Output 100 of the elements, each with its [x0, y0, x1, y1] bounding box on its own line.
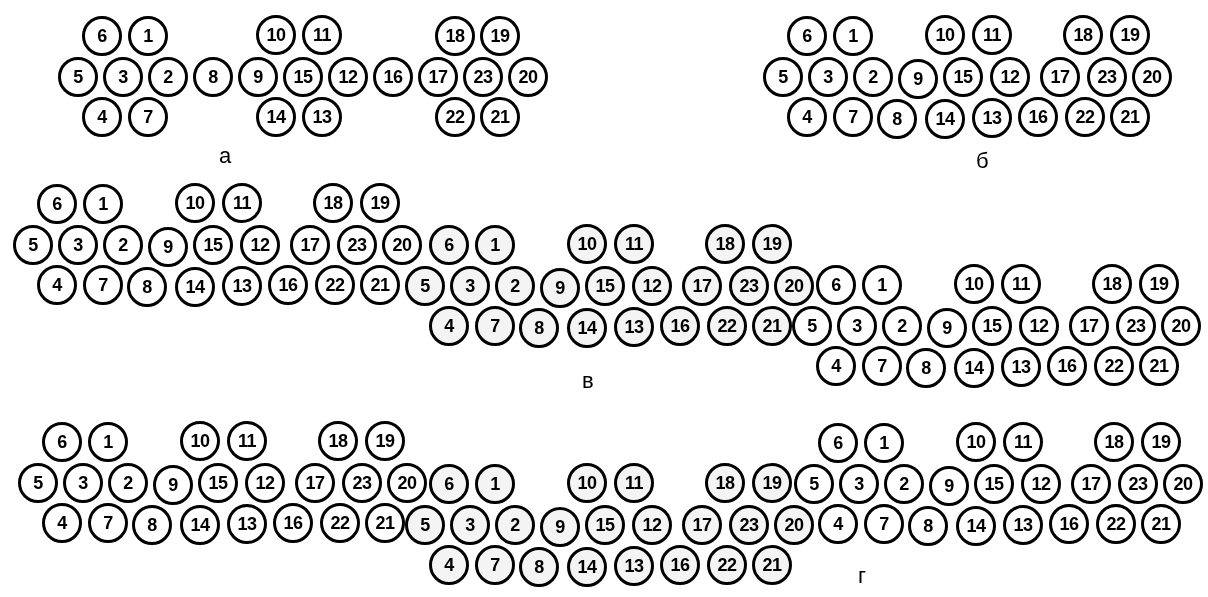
- numbered-circle: 22: [1094, 346, 1134, 386]
- numbered-circle: 22: [315, 265, 355, 305]
- numbered-circle: 7: [862, 346, 902, 386]
- numbered-circle: 23: [337, 225, 377, 265]
- numbered-circle: 8: [127, 267, 167, 307]
- numbered-circle: 5: [13, 225, 53, 265]
- numbered-circle: 14: [956, 506, 996, 546]
- numbered-circle: 7: [475, 306, 515, 346]
- numbered-circle: 22: [435, 97, 475, 137]
- numbered-circle: 3: [58, 225, 98, 265]
- numbered-circle: 5: [792, 306, 832, 346]
- numbered-circle: 19: [752, 224, 792, 264]
- numbered-circle: 7: [833, 97, 873, 137]
- numbered-circle: 21: [752, 306, 792, 346]
- numbered-circle: 2: [882, 306, 922, 346]
- numbered-circle: 16: [1018, 97, 1058, 137]
- numbered-circle: 18: [435, 16, 475, 56]
- numbered-circle: 5: [794, 464, 834, 504]
- numbered-circle: 3: [450, 505, 490, 545]
- numbered-circle: 11: [227, 421, 267, 461]
- numbered-circle: 10: [925, 15, 965, 55]
- numbered-circle: 17: [682, 505, 722, 545]
- numbered-circle: 19: [1141, 422, 1181, 462]
- numbered-circle: 2: [495, 266, 535, 306]
- numbered-circle: 18: [1094, 422, 1134, 462]
- numbered-circle: 9: [148, 227, 188, 267]
- numbered-circle: 1: [128, 16, 168, 56]
- numbered-circle: 21: [365, 503, 405, 543]
- numbered-circle: 22: [707, 545, 747, 585]
- numbered-circle: 7: [88, 503, 128, 543]
- numbered-circle: 14: [256, 97, 296, 137]
- numbered-circle: 1: [88, 422, 128, 462]
- numbered-circle: 4: [82, 97, 122, 137]
- numbered-circle: 18: [1092, 264, 1132, 304]
- numbered-circle: 7: [83, 265, 123, 305]
- numbered-circle: 19: [360, 183, 400, 223]
- numbered-circle: 6: [818, 423, 858, 463]
- numbered-circle: 8: [877, 99, 917, 139]
- numbered-circle: 18: [705, 224, 745, 264]
- numbered-circle: 11: [614, 224, 654, 264]
- numbered-circle: 2: [103, 225, 143, 265]
- numbered-circle: 10: [567, 224, 607, 264]
- numbered-circle: 15: [585, 505, 625, 545]
- numbered-circle: 6: [429, 464, 469, 504]
- numbered-circle: 22: [707, 306, 747, 346]
- numbered-circle: 8: [519, 308, 559, 348]
- numbered-circle: 12: [328, 57, 368, 97]
- numbered-circle: 12: [1021, 464, 1061, 504]
- numbered-circle: 13: [227, 504, 267, 544]
- numbered-circle: 18: [1063, 15, 1103, 55]
- numbered-circle: 21: [1139, 346, 1179, 386]
- numbered-circle: 21: [752, 545, 792, 585]
- numbered-circle: 9: [929, 466, 969, 506]
- numbered-circle: 4: [37, 265, 77, 305]
- numbered-circle: 17: [682, 266, 722, 306]
- numbered-circle: 11: [1001, 264, 1041, 304]
- numbered-circle: 3: [63, 463, 103, 503]
- numbered-circle: 5: [405, 266, 445, 306]
- numbered-circle: 9: [927, 308, 967, 348]
- numbered-circle: 21: [1110, 97, 1150, 137]
- numbered-circle: 11: [614, 463, 654, 503]
- numbered-circle: 18: [318, 421, 358, 461]
- numbered-circle: 13: [614, 307, 654, 347]
- numbered-circle: 5: [58, 57, 98, 97]
- numbered-circle: 3: [103, 57, 143, 97]
- numbered-circle: 22: [1096, 504, 1136, 544]
- numbered-circle: 5: [405, 505, 445, 545]
- numbered-circle: 16: [1047, 346, 1087, 386]
- numbered-circle: 19: [480, 16, 520, 56]
- numbered-circle: 14: [567, 308, 607, 348]
- numbered-circle: 12: [990, 57, 1030, 97]
- numbered-circle: 4: [429, 545, 469, 585]
- numbered-circle: 23: [463, 57, 503, 97]
- numbered-circle: 18: [705, 463, 745, 503]
- numbered-circle: 22: [320, 503, 360, 543]
- numbered-circle: 12: [632, 505, 672, 545]
- numbered-circle: 9: [153, 465, 193, 505]
- numbered-circle: 20: [1132, 57, 1172, 97]
- numbered-circle: 6: [82, 16, 122, 56]
- numbered-circle: 20: [387, 463, 427, 503]
- numbered-circle: 8: [519, 547, 559, 587]
- numbered-circle: 10: [567, 463, 607, 503]
- numbered-circle: 14: [954, 348, 994, 388]
- numbered-circle: 8: [193, 57, 233, 97]
- numbered-circle: 20: [508, 57, 548, 97]
- numbered-circle: 11: [222, 183, 262, 223]
- numbered-circle: 6: [787, 16, 827, 56]
- numbered-circle: 2: [884, 464, 924, 504]
- numbered-circle: 17: [418, 57, 458, 97]
- numbered-circle: 1: [864, 423, 904, 463]
- numbered-circle: 18: [313, 183, 353, 223]
- numbered-circle: 15: [974, 464, 1014, 504]
- numbered-circle: 14: [180, 505, 220, 545]
- numbered-circle: 17: [1071, 464, 1111, 504]
- numbered-circle: 3: [450, 266, 490, 306]
- numbered-circle: 11: [972, 15, 1012, 55]
- numbered-circle: 8: [906, 348, 946, 388]
- numbered-circle: 7: [864, 504, 904, 544]
- numbered-circle: 15: [943, 57, 983, 97]
- numbered-circle: 20: [1161, 306, 1201, 346]
